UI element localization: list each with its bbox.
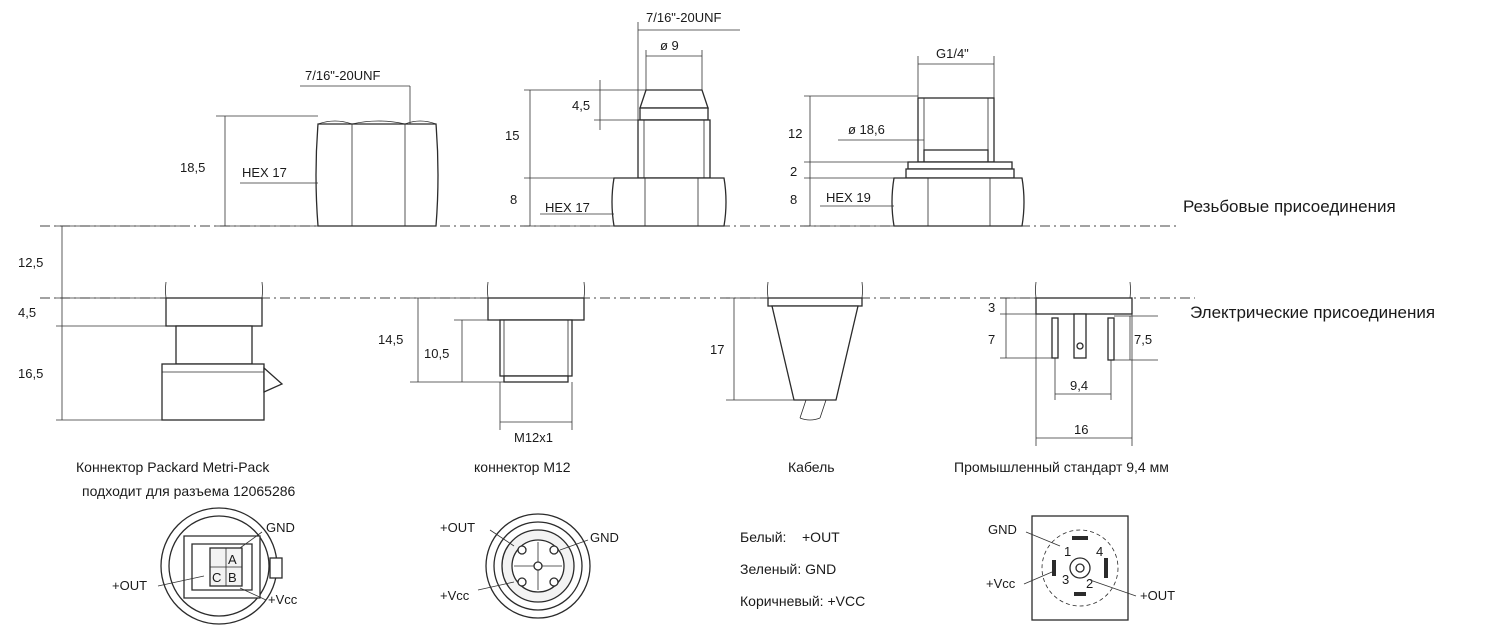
m12-total-height-label: 14,5 [378,332,403,347]
diameter-label-c: ø 18,6 [848,122,885,137]
section-label-electrical: Электрические присоединения [1190,303,1435,322]
packard-gnd-label: GND [266,520,295,535]
caption-packard-line1: Коннектор Packard Metri-Pack [76,459,270,475]
threaded-connection-a: 7/16"-20UNF 18,5 HEX 17 [180,68,439,227]
caption-cable: Кабель [788,459,835,475]
threaded-connection-b: 7/16"-20UNF ø 9 4,5 15 8 HEX 17 [505,10,740,227]
din-pin-3: 3 [1062,572,1069,587]
din-pinout: 1 4 3 2 GND +Vcc +OUT [986,515,1175,621]
thread-label-a: 7/16"-20UNF [305,68,380,83]
height-label-a: 18,5 [180,160,205,175]
dim-4-5-left: 4,5 [18,305,36,320]
thread-height-label-c: 12 [788,126,802,141]
din-width-label: 16 [1074,422,1088,437]
din-gnd-label: GND [988,522,1017,537]
section-label-threaded: Резьбовые присоединения [1183,197,1396,216]
left-dimension-stack: 12,5 4,5 16,5 [18,225,180,421]
thread-label-b: 7/16"-20UNF [646,10,721,25]
cable-length-label: 17 [710,342,724,357]
m12-thread-label: M12x1 [514,430,553,445]
cable-green-wire: Зеленый: GND [740,561,836,577]
din-pin-2: 2 [1086,576,1093,591]
packard-label-c: C [212,570,221,585]
packard-label-b: B [228,570,237,585]
hex-height-label-c: 8 [790,192,797,207]
thread-label-c: G1/4" [936,46,969,61]
thread-height-label-b: 15 [505,128,519,143]
top-height-label-b: 4,5 [572,98,590,113]
packard-label-a: A [228,552,237,567]
din-vcc-label: +Vcc [986,576,1016,591]
packard-connector-side [161,281,284,421]
packard-vcc-label: +Vcc [268,592,298,607]
caption-packard-line2: подходит для разъема 12065286 [82,483,296,499]
threaded-connection-c: G1/4" ø 18,6 12 2 8 HEX 19 [788,46,1025,227]
dim-12-5: 12,5 [18,255,43,270]
hex-label-c: HEX 19 [826,190,871,205]
hex-height-label-b: 8 [510,192,517,207]
hex-label-a: HEX 17 [242,165,287,180]
packard-out-label: +OUT [112,578,147,593]
din-pin-spacing-label: 9,4 [1070,378,1088,393]
din-right-pin-height-label: 7,5 [1134,332,1152,347]
diameter-label-b: ø 9 [660,38,679,53]
m12-out-label: +OUT [440,520,475,535]
cable-wire-legend: Белый: +OUT Зеленый: GND Коричневый: +VC… [740,529,865,609]
cable-connector-side: 17 [710,281,863,421]
m12-connector-side: 14,5 10,5 M12x1 [378,281,585,445]
cable-brown-wire: Коричневый: +VCC [740,593,865,609]
hex-label-b: HEX 17 [545,200,590,215]
packard-pinout: A B C GND +OUT +Vcc [112,507,298,625]
dim-16-5: 16,5 [18,366,43,381]
m12-vcc-label: +Vcc [440,588,470,603]
din-pin-1: 1 [1064,544,1071,559]
din-out-label: +OUT [1140,588,1175,603]
m12-pinout: +OUT GND +Vcc [440,513,619,619]
caption-m12: коннектор М12 [474,459,571,475]
m12-thread-height-label: 10,5 [424,346,449,361]
din-pin-4: 4 [1096,544,1103,559]
din-top-height-label: 3 [988,300,995,315]
din-connector-side: 3 7 7,5 9,4 16 [988,281,1158,446]
caption-din: Промышленный стандарт 9,4 мм [954,459,1169,475]
collar-height-label-c: 2 [790,164,797,179]
din-pin-height-label: 7 [988,332,995,347]
m12-gnd-label: GND [590,530,619,545]
cable-white-wire: Белый: +OUT [740,529,840,545]
